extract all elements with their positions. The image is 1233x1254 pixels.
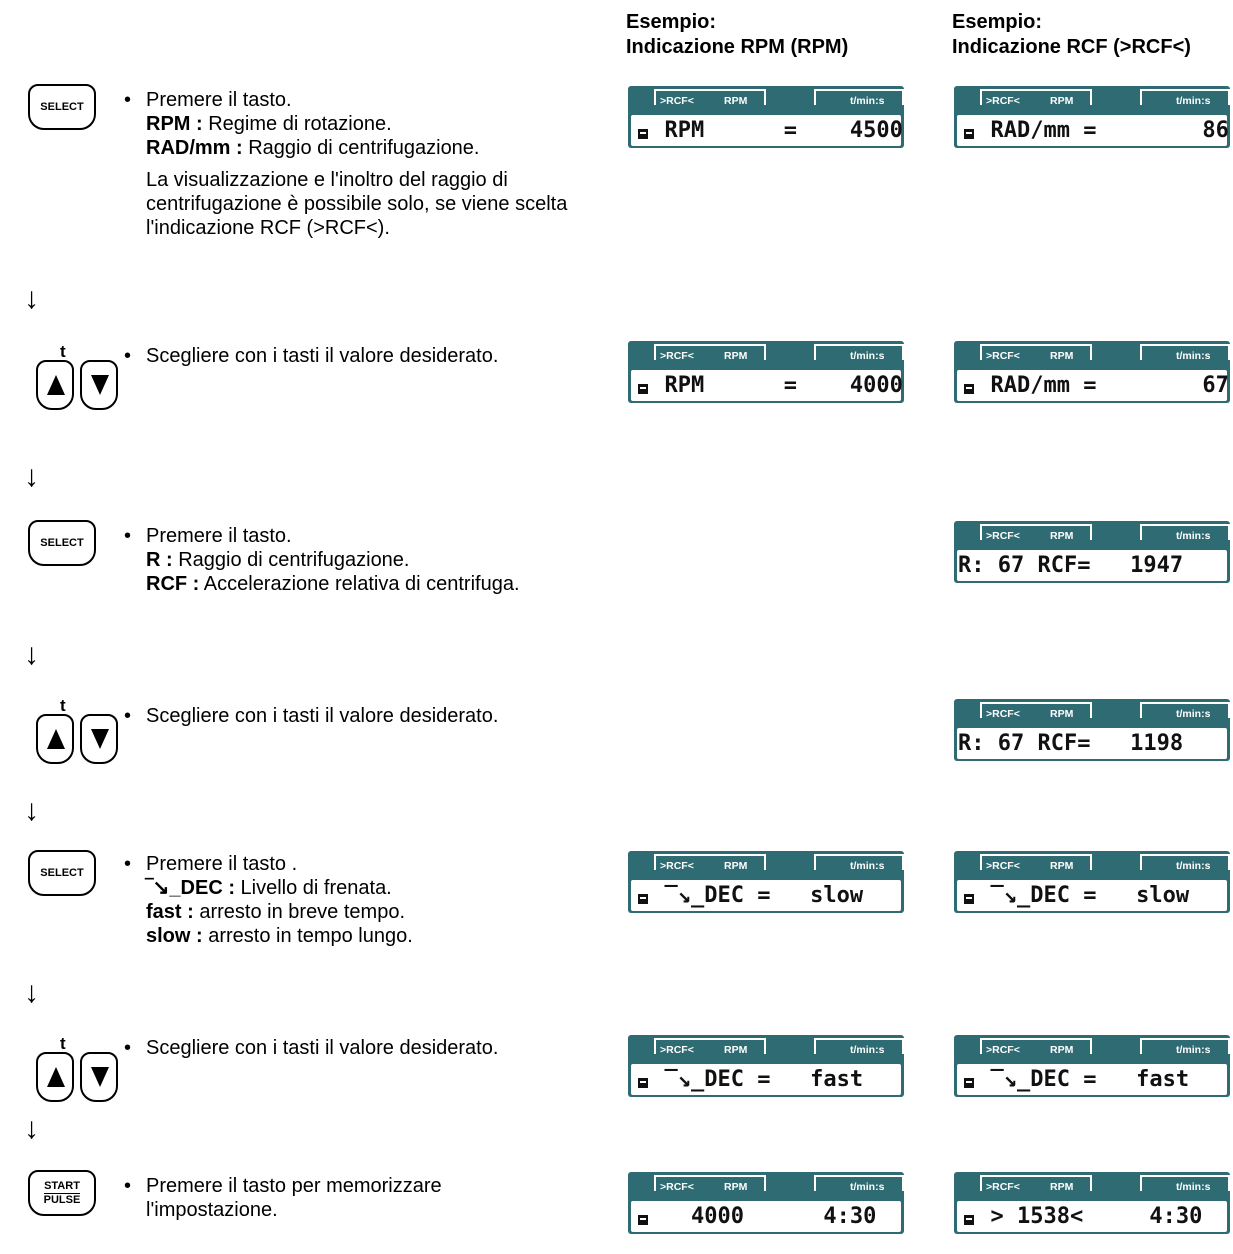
lcd-readout: R: 67 RCF= 1198: [958, 731, 1184, 756]
down-key-icon: [80, 714, 118, 764]
rpm-column-header: Esempio: Indicazione RPM (RPM): [626, 10, 848, 60]
lcd-readout: ‾↘_DEC = fast: [638, 1067, 864, 1092]
lcd-display-rcf-4: >RCF< RPM t/min:s R: 67 RCF= 1198: [954, 699, 1230, 762]
select-key-icon: SELECT: [28, 520, 96, 566]
t-label: t: [60, 1034, 66, 1053]
lcd-readout: RAD/mm = 67: [964, 373, 1229, 398]
step-6-text: • Scegliere con i tasti il valore deside…: [124, 1037, 499, 1059]
lcd-readout: 4000 4:30: [638, 1204, 877, 1229]
step-1-text: • Premere il tasto. RPM : Regime di rota…: [124, 88, 616, 240]
up-key-icon: [36, 1052, 74, 1102]
lcd-display-rpm-1: >RCF< RPM t/min:s RPM = 4500: [628, 86, 904, 149]
lcd-display-rcf-5: >RCF< RPM t/min:s ‾↘_DEC = slow: [954, 851, 1230, 914]
lcd-display-rpm-7: >RCF< RPM t/min:s 4000 4:30: [628, 1172, 904, 1235]
lcd-readout: ‾↘_DEC = slow: [964, 883, 1190, 908]
flow-arrow-icon: ↓: [24, 638, 39, 671]
select-key-icon: SELECT: [28, 850, 96, 896]
step-4-text: • Scegliere con i tasti il valore deside…: [124, 705, 499, 727]
flow-arrow-icon: ↓: [24, 976, 39, 1009]
lcd-readout: RAD/mm = 86: [964, 118, 1229, 143]
t-label: t: [60, 696, 66, 715]
step-3-text: • Premere il tasto. R : Raggio di centri…: [124, 525, 520, 595]
rpm-header-line2: Indicazione RPM (RPM): [626, 36, 849, 58]
lcd-display-rcf-7: >RCF< RPM t/min:s > 1538< 4:30: [954, 1172, 1230, 1235]
lcd-display-rcf-3: >RCF< RPM t/min:s R: 67 RCF= 1947: [954, 521, 1230, 584]
t-label: t: [60, 342, 66, 361]
rcf-header-line2: Indicazione RCF (>RCF<): [952, 36, 1191, 58]
flow-arrow-icon: ↓: [24, 1112, 39, 1145]
lcd-readout: ‾↘_DEC = slow: [638, 883, 864, 908]
lcd-display-rpm-6: >RCF< RPM t/min:s ‾↘_DEC = fast: [628, 1035, 904, 1098]
step-2-text: • Scegliere con i tasti il valore deside…: [124, 345, 499, 367]
lcd-readout: > 1538< 4:30: [964, 1204, 1203, 1229]
lcd-readout: R: 67 RCF= 1947: [958, 553, 1184, 578]
down-key-icon: [80, 360, 118, 410]
lcd-display-rpm-2: >RCF< RPM t/min:s RPM = 4000: [628, 341, 904, 404]
lcd-display-rpm-5: >RCF< RPM t/min:s ‾↘_DEC = slow: [628, 851, 904, 914]
lcd-readout: ‾↘_DEC = fast: [964, 1067, 1190, 1092]
up-key-icon: [36, 360, 74, 410]
rpm-header-line1: Esempio:: [626, 11, 717, 33]
select-key-icon: SELECT: [28, 84, 96, 130]
flow-arrow-icon: ↓: [24, 282, 39, 315]
down-key-icon: [80, 1052, 118, 1102]
up-key-icon: [36, 714, 74, 764]
lcd-display-rcf-6: >RCF< RPM t/min:s ‾↘_DEC = fast: [954, 1035, 1230, 1098]
rcf-header-line1: Esempio:: [952, 11, 1043, 33]
rcf-column-header: Esempio: Indicazione RCF (>RCF<): [952, 10, 1191, 60]
lcd-display-rcf-1: >RCF< RPM t/min:s RAD/mm = 86: [954, 86, 1230, 149]
lcd-readout: RPM = 4000: [638, 373, 903, 398]
step-7-text: • Premere il tasto per memorizzare l'imp…: [124, 1175, 442, 1221]
flow-arrow-icon: ↓: [24, 794, 39, 827]
flow-arrow-icon: ↓: [24, 460, 39, 493]
start-pulse-key-icon: START PULSE: [28, 1170, 96, 1216]
step-1-note: La visualizzazione e l'inoltro del raggi…: [146, 169, 568, 239]
step-5-text: • Premere il tasto . ‾↘_DEC : Livello di…: [124, 853, 413, 947]
lcd-display-rcf-2: >RCF< RPM t/min:s RAD/mm = 67: [954, 341, 1230, 404]
lcd-readout: RPM = 4500: [638, 118, 903, 143]
